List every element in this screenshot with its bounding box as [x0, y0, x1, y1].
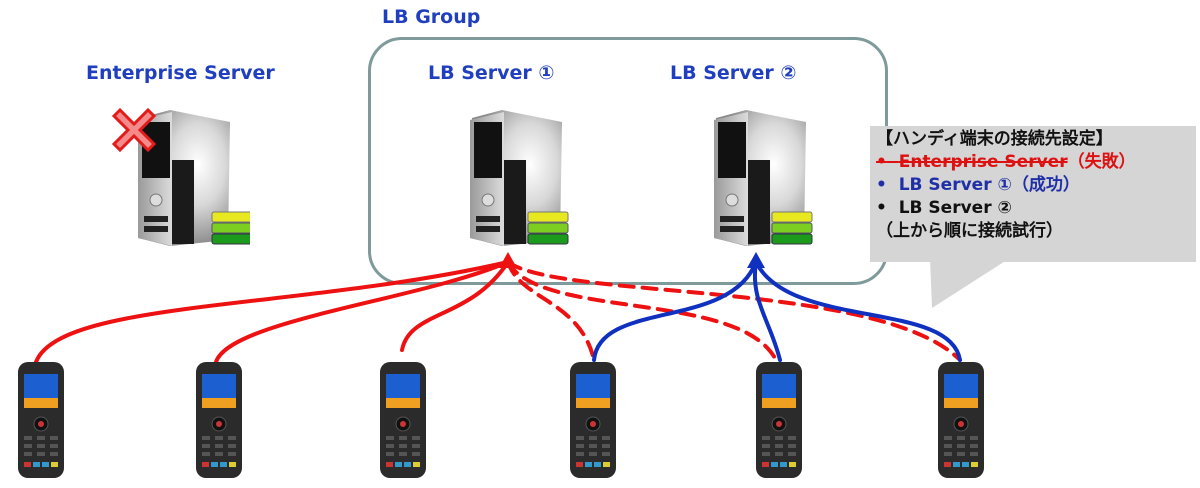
dashed-red-connection-5	[506, 260, 778, 362]
lb-server-2-label: LB Server ②	[670, 62, 797, 84]
handheld-terminal-icon	[938, 362, 984, 478]
handheld-terminal-icon	[196, 362, 242, 478]
callout-item-name: Enterprise Server	[898, 152, 1068, 172]
callout-item-status: （失敗）	[1067, 152, 1136, 172]
solid-red-connection-1	[34, 260, 510, 364]
callout-bullet: •	[876, 175, 887, 195]
lb-server-1-icon	[470, 110, 569, 246]
solid-blue-connection-6	[754, 260, 962, 362]
lb-group-label: LB Group	[382, 6, 481, 28]
handheld-terminal-icon	[756, 362, 802, 478]
callout-title: 【ハンディ端末の接続先設定】	[876, 129, 1113, 149]
lb-server-1-label: LB Server ①	[428, 62, 555, 84]
dashed-red-connection-4	[506, 260, 596, 362]
solid-blue-connection-5	[752, 260, 782, 362]
lb-server-2-icon	[714, 110, 813, 246]
arrowhead-lb1	[499, 252, 517, 268]
handheld-terminal-icon	[570, 362, 616, 478]
callout-item-enterprise: • Enterprise Server（失敗）	[876, 151, 1136, 174]
dashed-red-connection-6	[506, 260, 962, 362]
handheld-terminal-icon	[380, 362, 426, 478]
callout-bullet: •	[876, 152, 887, 172]
handheld-terminal-icon	[18, 362, 64, 478]
solid-red-connection-2	[214, 260, 510, 364]
callout-item-status: （成功）	[1011, 175, 1080, 195]
connection-settings-callout: 【ハンディ端末の接続先設定】 • Enterprise Server（失敗） •…	[876, 128, 1136, 243]
callout-box	[870, 126, 1196, 262]
callout-note: （上から順に接続試行）	[876, 221, 1063, 241]
enterprise-server-label: Enterprise Server	[86, 62, 275, 84]
callout-item-lb2: • LB Server ②	[876, 197, 1136, 220]
callout-item-name: LB Server ②	[898, 198, 1012, 218]
callout-item-lb1: • LB Server ①（成功）	[876, 174, 1136, 197]
solid-red-connection-3	[400, 260, 510, 352]
solid-blue-connection-4	[592, 260, 758, 362]
arrowhead-lb2	[747, 252, 765, 268]
callout-item-name: LB Server ①	[898, 175, 1012, 195]
red-x-icon	[111, 107, 157, 153]
callout-bullet: •	[876, 198, 887, 218]
